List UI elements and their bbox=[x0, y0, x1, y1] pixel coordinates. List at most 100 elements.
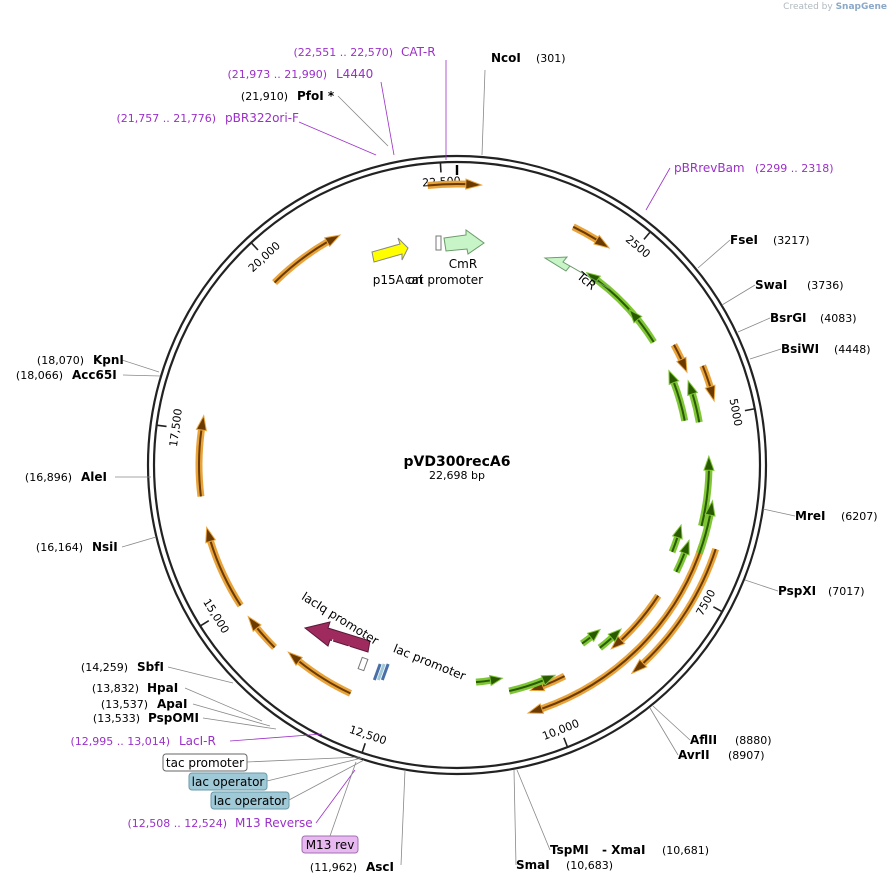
enzyme-fsei-coord: (3217) bbox=[773, 234, 810, 247]
leader-tspmi bbox=[516, 769, 551, 851]
orange-feature-head bbox=[205, 525, 217, 544]
enzyme-bsiwi-coord: (4448) bbox=[834, 343, 871, 356]
orange-feature-head bbox=[610, 635, 626, 650]
tick-mark bbox=[439, 162, 442, 173]
backbone-outer bbox=[146, 154, 768, 776]
snapgene-credit: Created by SnapGene bbox=[783, 2, 887, 12]
enzyme-bsrgi-coord: (4083) bbox=[820, 312, 857, 325]
leader-sbfi bbox=[167, 666, 234, 684]
tick-label: 15,000 bbox=[200, 596, 231, 636]
enzyme-smai-name: SmaI bbox=[516, 858, 550, 872]
leader-apai bbox=[192, 703, 271, 727]
enzyme-pfoi-coord: (21,910) bbox=[241, 90, 288, 103]
primer-labels: (22,551 .. 22,570) CAT-R (21,973 .. 21,9… bbox=[70, 45, 833, 830]
enzyme-mrei-coord: (6207) bbox=[841, 510, 878, 523]
leader-mrei bbox=[762, 508, 796, 517]
enzyme-tspmi-name: TspMI bbox=[550, 843, 589, 857]
laci-arrow bbox=[303, 621, 371, 653]
orange-feature-head bbox=[195, 414, 207, 432]
leader-m13-rev bbox=[329, 761, 357, 837]
enzyme-ncoi-name: NcoI bbox=[491, 51, 521, 65]
orange-feature-head bbox=[323, 234, 342, 248]
primer-l4440-name: L4440 bbox=[336, 67, 373, 81]
orange-feature-head bbox=[676, 356, 688, 374]
orange-feature-arc bbox=[273, 241, 328, 284]
enzyme-xmai-name: - XmaI bbox=[602, 843, 645, 857]
backbone-inner bbox=[152, 160, 762, 770]
enzyme-swai-coord: (3736) bbox=[807, 279, 844, 292]
green-feature-arc bbox=[700, 470, 710, 527]
leader-pspxi bbox=[744, 579, 779, 592]
green-feature-head bbox=[585, 271, 602, 286]
green-feature-head bbox=[488, 674, 504, 687]
enzyme-ncoi-coord: (301) bbox=[536, 52, 566, 65]
leader-bsiwi bbox=[749, 348, 782, 360]
tick-mark bbox=[712, 606, 723, 613]
enzyme-smai-coord: (10,683) bbox=[566, 859, 613, 872]
green-feature-head bbox=[704, 499, 716, 517]
leader-smai bbox=[513, 769, 517, 866]
enzyme-pspomi-name: PspOMI bbox=[148, 711, 199, 725]
leader-pbrrevbam bbox=[645, 167, 671, 211]
primer-catr-name: CAT-R bbox=[401, 45, 436, 59]
enzyme-kpni-coord: (18,070) bbox=[37, 354, 84, 367]
enzyme-aflii-name: AflII bbox=[690, 733, 717, 747]
leader-aflii bbox=[652, 705, 691, 741]
green-feature-head bbox=[586, 628, 602, 643]
enzyme-apai-name: ApaI bbox=[157, 697, 187, 711]
cat-promoter-mark bbox=[435, 235, 442, 251]
leader-avrii bbox=[649, 707, 679, 756]
primer-pbr322orif-name: pBR322ori-F bbox=[225, 111, 299, 125]
tick-mark bbox=[199, 619, 210, 627]
p15a-ori-label: p15A ori bbox=[373, 273, 424, 287]
primer-l4440-coord: (21,973 .. 21,990) bbox=[227, 68, 327, 81]
green-feature-head bbox=[671, 523, 683, 540]
enzyme-pfoi-name: PfoI * bbox=[297, 89, 335, 103]
orange-feature-halo bbox=[207, 540, 244, 608]
primer-pbr322orif-coord: (21,757 .. 21,776) bbox=[116, 112, 216, 125]
green-feature-head bbox=[628, 308, 643, 324]
leader-laci-r bbox=[229, 733, 323, 742]
enzyme-pspxi-name: PspXI bbox=[778, 584, 816, 598]
lac-operator-box-1 bbox=[188, 772, 268, 791]
lac-operator-mark bbox=[376, 663, 386, 681]
lac-operator-mark bbox=[372, 663, 382, 681]
tick-label: 17,500 bbox=[167, 408, 185, 448]
primer-m13reverse-coord: (12,508 .. 12,524) bbox=[127, 817, 227, 830]
orange-feature-arc bbox=[198, 429, 203, 497]
enzyme-avrii-coord: (8907) bbox=[728, 749, 765, 762]
leader-swai bbox=[721, 284, 756, 306]
m13-rev-box bbox=[301, 835, 359, 854]
tcr-label: TcR bbox=[574, 268, 599, 292]
orange-feature-head bbox=[465, 178, 484, 190]
enzyme-pspxi-coord: (7017) bbox=[828, 585, 865, 598]
leader-lac-operator-2 bbox=[288, 759, 365, 801]
orange-feature-head bbox=[593, 234, 611, 249]
tac-promoter-box-label: tac promoter bbox=[166, 756, 244, 770]
tick-label: 12,500 bbox=[348, 723, 389, 747]
primer-laci-r-coord: (12,995 .. 13,014) bbox=[70, 735, 170, 748]
enzyme-hpai-coord: (13,832) bbox=[92, 682, 139, 695]
leader-lines bbox=[115, 60, 796, 866]
lac-operator-box-2 bbox=[210, 791, 290, 810]
enzyme-mrei-name: MreI bbox=[795, 509, 825, 523]
enzyme-acc65i-coord: (18,066) bbox=[16, 369, 63, 382]
leader-acc65i bbox=[122, 374, 161, 377]
orange-feature-head bbox=[247, 615, 262, 633]
leader-m13reverse bbox=[315, 769, 356, 824]
enzyme-acc65i-name: Acc65I bbox=[72, 368, 117, 382]
leader-tac-promoter bbox=[246, 756, 361, 763]
orange-feature-arc bbox=[298, 660, 351, 695]
cat-promoter-label: cat promoter bbox=[405, 273, 483, 287]
orange-feature-head bbox=[287, 651, 304, 667]
enzyme-tspmi-coord: (10,681) bbox=[662, 844, 709, 857]
tick-label: 2500 bbox=[623, 233, 653, 261]
tick-mark bbox=[156, 424, 167, 428]
enzyme-bsiwi-name: BsiWI bbox=[781, 342, 819, 356]
enzyme-aflii-coord: (8880) bbox=[735, 734, 772, 747]
leader-hpai bbox=[184, 687, 263, 722]
lac-operator-box-2-label: lac operator bbox=[214, 794, 287, 808]
enzyme-avrii-name: AvrII bbox=[678, 748, 710, 762]
lac-promoter-label: lac promoter bbox=[391, 641, 467, 683]
